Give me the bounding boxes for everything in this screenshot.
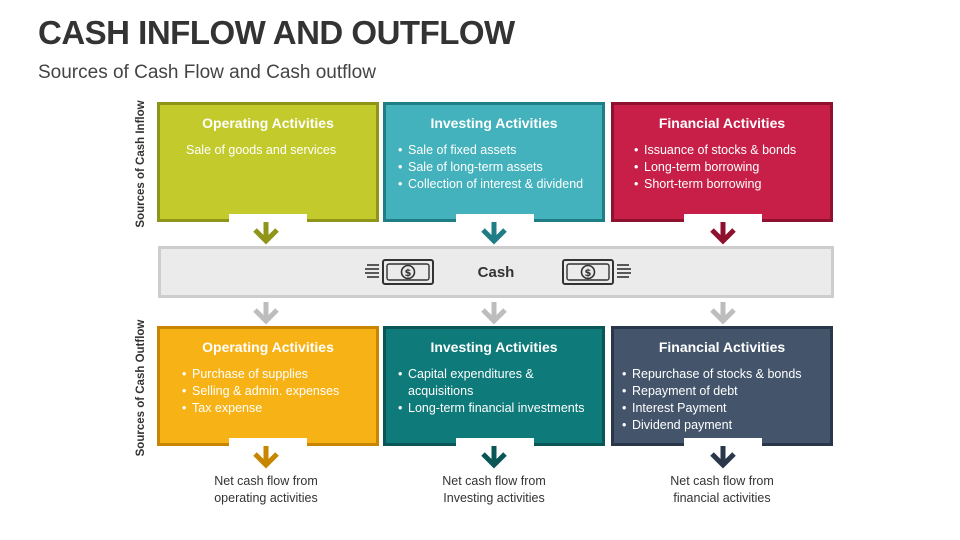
- arrow-down-icon: [253, 222, 279, 245]
- outflow-operating-box: Operating Activities Purchase of supplie…: [157, 326, 379, 446]
- list-item: Long-term financial investments: [398, 400, 594, 417]
- dollar-bill-icon: $: [562, 259, 631, 285]
- box-text: Issuance of stocks & bonds Long-term bor…: [614, 142, 830, 193]
- box-title: Financial Activities: [658, 339, 786, 355]
- side-label-inflow: Sources of Cash Inflow: [135, 100, 147, 228]
- side-label-outflow: Sources of Cash Outflow: [135, 319, 147, 457]
- box-notch: [229, 438, 307, 446]
- list-item: Selling & admin. expenses: [182, 383, 368, 400]
- note-line: Net cash flow from: [442, 474, 546, 488]
- box-title: Investing Activities: [430, 339, 558, 355]
- list-item: Purchase of supplies: [182, 366, 368, 383]
- arrow-down-icon: [710, 446, 736, 469]
- list-item: Collection of interest & dividend: [398, 176, 594, 193]
- svg-text:$: $: [585, 268, 592, 279]
- note-line: operating activities: [214, 491, 318, 505]
- list-item: Issuance of stocks & bonds: [634, 142, 822, 159]
- outflow-financial-box: Financial Activities Repurchase of stock…: [611, 326, 833, 446]
- arrow-down-icon: [253, 302, 279, 325]
- list-item: Sale of fixed assets: [398, 142, 594, 159]
- arrow-down-icon: [481, 222, 507, 245]
- net-operating-note: Net cash flow from operating activities: [155, 473, 377, 507]
- note-line: Net cash flow from: [670, 474, 774, 488]
- box-notch: [456, 438, 534, 446]
- box-notch: [684, 438, 762, 446]
- cash-label: Cash: [477, 264, 515, 281]
- inflow-operating-box: Operating Activities Sale of goods and s…: [157, 102, 379, 222]
- inflow-financial-box: Financial Activities Issuance of stocks …: [611, 102, 833, 222]
- arrow-down-icon: [481, 302, 507, 325]
- list-item: Repurchase of stocks & bonds: [622, 366, 822, 383]
- box-title: Operating Activities: [202, 339, 334, 355]
- list-item: Repayment of debt: [622, 383, 822, 400]
- arrow-down-icon: [253, 446, 279, 469]
- page-subtitle: Sources of Cash Flow and Cash outflow: [38, 62, 376, 83]
- svg-text:$: $: [405, 268, 412, 279]
- dollar-bill-icon: $: [365, 259, 434, 285]
- arrow-down-icon: [710, 302, 736, 325]
- arrow-down-icon: [481, 446, 507, 469]
- list-item: Tax expense: [182, 400, 368, 417]
- box-title: Financial Activities: [658, 115, 786, 131]
- net-financial-note: Net cash flow from financial activities: [611, 473, 833, 507]
- box-text: Purchase of supplies Selling & admin. ex…: [160, 366, 376, 417]
- list-item: Short-term borrowing: [634, 176, 822, 193]
- page-title: CASH INFLOW AND OUTFLOW: [38, 14, 515, 51]
- box-notch: [456, 214, 534, 222]
- list-item: Dividend payment: [622, 417, 822, 434]
- outflow-investing-box: Investing Activities Capital expenditure…: [383, 326, 605, 446]
- note-line: financial activities: [673, 491, 771, 505]
- box-text: Sale of fixed assets Sale of long-term a…: [386, 142, 602, 193]
- list-item: Long-term borrowing: [634, 159, 822, 176]
- box-notch: [684, 214, 762, 222]
- list-item: Interest Payment: [622, 400, 822, 417]
- arrow-down-icon: [710, 222, 736, 245]
- box-text: Capital expenditures & acquisitions Long…: [386, 366, 602, 417]
- box-title: Investing Activities: [430, 115, 558, 131]
- cash-band: Cash: [158, 246, 834, 298]
- box-text: Sale of goods and services: [186, 143, 337, 157]
- net-investing-note: Net cash flow from Investing activities: [383, 473, 605, 507]
- list-item: Capital expenditures & acquisitions: [398, 366, 594, 400]
- note-line: Investing activities: [443, 491, 545, 505]
- box-text: Repurchase of stocks & bonds Repayment o…: [614, 366, 830, 434]
- box-notch: [229, 214, 307, 222]
- box-title: Operating Activities: [202, 115, 334, 131]
- inflow-investing-box: Investing Activities Sale of fixed asset…: [383, 102, 605, 222]
- list-item: Sale of long-term assets: [398, 159, 594, 176]
- note-line: Net cash flow from: [214, 474, 318, 488]
